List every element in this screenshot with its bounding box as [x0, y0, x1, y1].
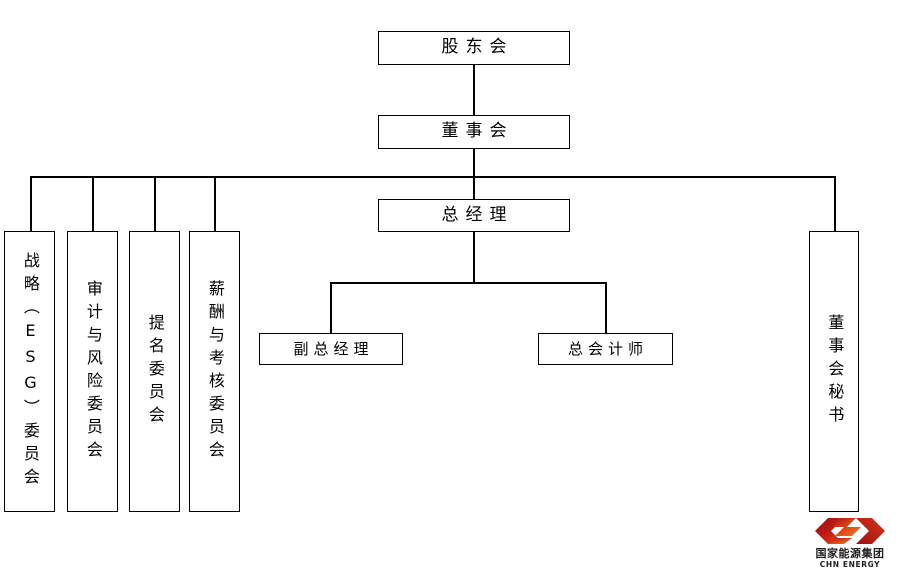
connector-shareholders-to-board: [473, 65, 475, 115]
node-nomination-committee[interactable]: 提名委员会: [129, 231, 180, 512]
connector-bus-to-remuneration-committee: [214, 176, 216, 232]
connector-bus-to-general-manager: [473, 176, 475, 199]
connector-bus-to-strategy-committee: [30, 176, 32, 232]
connector-subbus-horizontal: [330, 282, 606, 284]
node-label-shareholders-meeting: 股东会: [441, 37, 514, 58]
node-shareholders-meeting[interactable]: 股东会: [378, 31, 570, 65]
node-general-manager[interactable]: 总经理: [378, 199, 570, 232]
connector-general-manager-to-subbus: [473, 232, 475, 283]
connector-subbus-to-deputy-general-manager: [330, 282, 332, 333]
node-label-nomination-committee: 提名委员会: [145, 314, 165, 429]
node-label-strategy-esg-committee: 战略（ESG）委员会: [20, 252, 40, 491]
node-deputy-general-manager[interactable]: 副总经理: [259, 333, 403, 365]
node-remuneration-assessment-committee[interactable]: 薪酬与考核委员会: [189, 231, 240, 512]
node-label-board-of-directors: 董事会: [441, 121, 514, 142]
logo-english-name: CHN ENERGY: [819, 560, 881, 569]
connector-bus-to-nomination-committee: [154, 176, 156, 232]
node-board-of-directors[interactable]: 董事会: [378, 115, 570, 149]
node-label-deputy-general-manager: 副总经理: [293, 339, 374, 358]
corporate-logo: 国家能源集团 CHN ENERGY: [805, 516, 895, 578]
connector-bus-to-audit-committee: [92, 176, 94, 232]
node-label-audit-risk-committee: 审计与风险委员会: [83, 279, 103, 464]
logo-chinese-name: 国家能源集团: [815, 547, 885, 560]
node-label-general-manager: 总经理: [441, 204, 514, 225]
node-audit-risk-committee[interactable]: 审计与风险委员会: [67, 231, 118, 512]
connector-subbus-to-chief-accountant: [605, 282, 607, 333]
node-label-board-secretary: 董事会秘书: [825, 314, 845, 429]
node-board-secretary[interactable]: 董事会秘书: [809, 231, 859, 512]
connector-board-to-bus: [473, 149, 475, 177]
node-strategy-esg-committee[interactable]: 战略（ESG）委员会: [4, 231, 55, 512]
node-chief-accountant[interactable]: 总会计师: [538, 333, 673, 365]
chn-energy-emblem-icon: [815, 518, 885, 544]
node-label-remuneration-assessment-committee: 薪酬与考核委员会: [205, 279, 225, 464]
connector-bus-to-board-secretary: [834, 176, 836, 231]
node-label-chief-accountant: 总会计师: [567, 339, 648, 358]
connector-bus-horizontal: [30, 176, 835, 178]
